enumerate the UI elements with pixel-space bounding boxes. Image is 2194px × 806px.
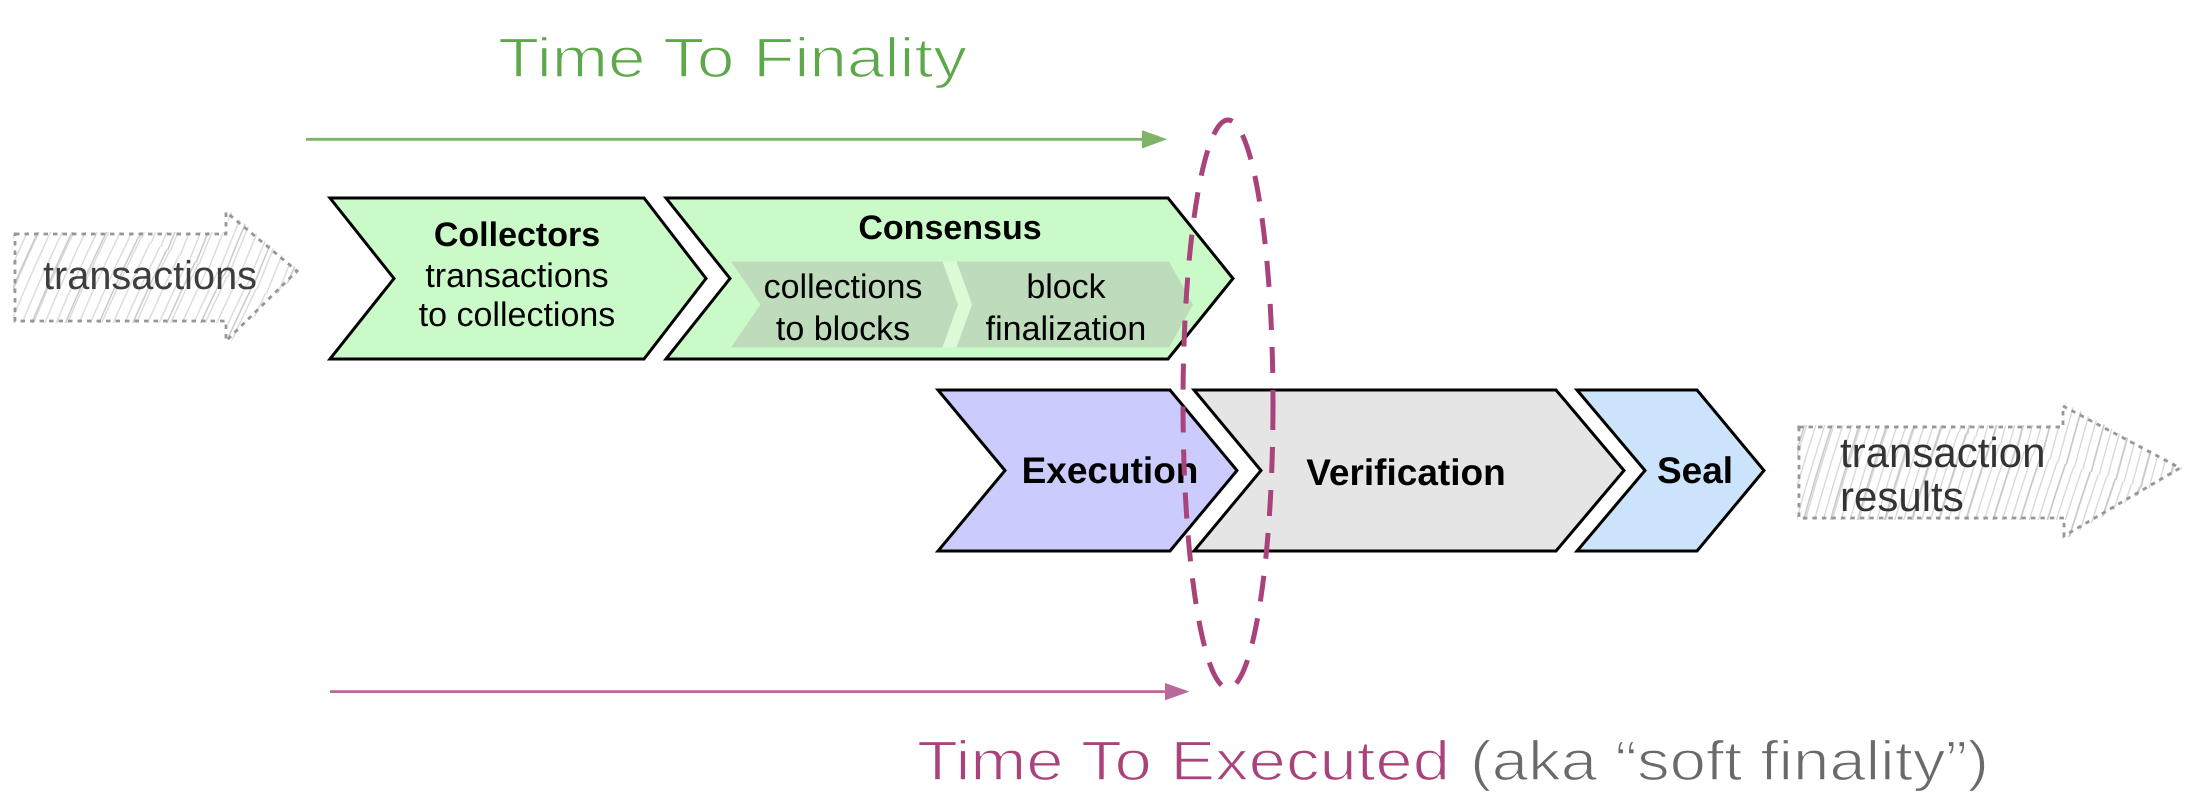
svg-text:collections: collections [764,268,923,306]
svg-text:results: results [1840,473,1964,520]
svg-text:transactions: transactions [425,257,608,295]
svg-text:to collections: to collections [419,296,616,334]
svg-text:Collectors: Collectors [434,216,600,254]
svg-text:transactions: transactions [43,254,257,298]
svg-text:block: block [1026,268,1106,306]
svg-text:finalization: finalization [986,310,1147,348]
svg-text:Time To Executed: Time To Executed [917,729,1450,792]
svg-text:Execution: Execution [1022,450,1199,491]
svg-text:Consensus: Consensus [858,209,1041,247]
svg-text:Seal: Seal [1657,450,1733,491]
svg-text:Verification: Verification [1306,452,1505,493]
svg-text:transaction: transaction [1840,429,2045,476]
svg-text:Time To Finality: Time To Finality [498,26,967,89]
svg-text:(aka “soft finality”): (aka “soft finality”) [1470,729,1989,792]
svg-text:to blocks: to blocks [776,310,910,348]
